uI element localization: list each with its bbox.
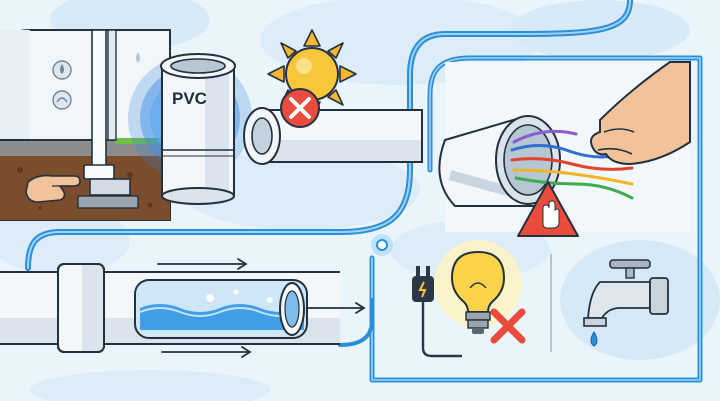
sun-exposed-pipe xyxy=(243,29,423,165)
electric-plug-icon xyxy=(412,266,462,358)
water-flow-pipe xyxy=(0,258,366,358)
red-x-icon xyxy=(490,308,526,344)
red-x-icon xyxy=(280,88,320,128)
hand-warning-icon xyxy=(517,181,579,237)
sun-icon xyxy=(267,29,357,119)
pointing-hand-icon xyxy=(25,174,81,203)
electrical-wiring-panel xyxy=(438,61,691,237)
faucet-icon xyxy=(583,259,669,327)
light-bulb-icon xyxy=(450,250,506,334)
water-drop-icon xyxy=(590,331,598,347)
glow-node xyxy=(371,234,393,256)
hand-holding-wires xyxy=(590,61,691,166)
pvc-pipe: PVC xyxy=(128,53,252,205)
moisture-info-icon xyxy=(52,90,72,110)
basement-soil-panel xyxy=(0,29,171,221)
no-electricity-panel xyxy=(412,240,526,358)
pvc-label: PVC xyxy=(172,89,207,108)
flow-arrows xyxy=(157,258,366,358)
